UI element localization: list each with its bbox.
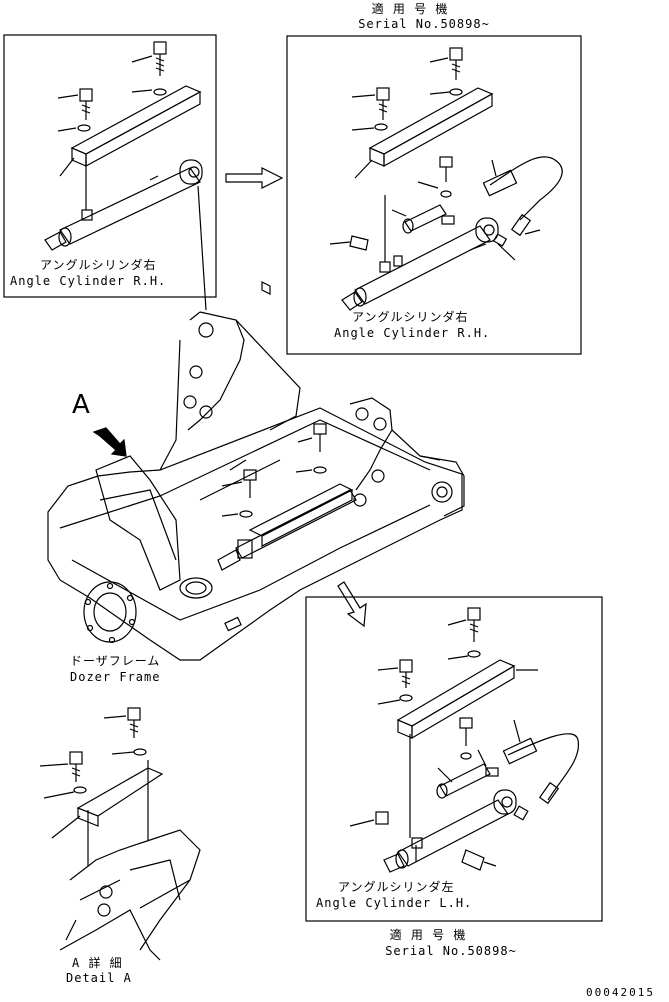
arrow-right-icon <box>225 167 284 189</box>
dozer-frame-drawing <box>47 311 465 661</box>
top-serial-en: Serial No.50898~ <box>358 17 490 31</box>
bolt-icon <box>351 87 390 120</box>
bolt-icon <box>295 423 327 474</box>
washer-icon <box>111 748 147 756</box>
dozer-frame-label-jp: ドーザフレーム <box>70 654 161 668</box>
bolt-icon <box>131 41 167 76</box>
washer-icon <box>43 786 87 799</box>
washer-icon <box>377 694 413 705</box>
box-angle-cylinder-rh-serial <box>261 35 582 355</box>
bracket-icon <box>248 483 354 547</box>
flange <box>83 581 137 644</box>
drawing-number: 00042015 <box>586 986 655 999</box>
hydraulic-cylinder-icon <box>261 195 516 311</box>
pointer-arrow-icon <box>92 427 127 457</box>
dozer-frame-label-en: Dozer Frame <box>70 670 161 684</box>
washer-icon <box>351 123 388 131</box>
box1-label-en: Angle Cylinder R.H. <box>10 274 167 288</box>
detail-a-label-en: Detail A <box>66 971 132 985</box>
bolt-icon <box>103 707 141 738</box>
box-angle-cylinder-rh-standard <box>3 34 217 311</box>
bracket-icon <box>51 760 164 866</box>
bolt-icon <box>57 88 93 120</box>
bottom-serial-jp: 適 用 号 機 <box>389 928 467 942</box>
bolt-icon <box>39 751 83 782</box>
hose-icon <box>482 156 563 237</box>
fitting-icon <box>329 235 369 251</box>
box2-label-en: Angle Cylinder R.H. <box>334 326 491 340</box>
bolt-icon <box>221 469 257 518</box>
bolt-icon <box>377 659 413 688</box>
bracket-icon <box>354 87 494 179</box>
box2-label-jp: アングルシリンダ右 <box>352 310 469 324</box>
tower-left <box>159 311 301 471</box>
hose-icon <box>502 719 580 805</box>
arrow-down-icon <box>337 581 367 628</box>
box3-label-en: Angle Cylinder L.H. <box>316 896 473 910</box>
fitting-icon <box>391 204 455 234</box>
bolt-icon <box>447 607 481 642</box>
hydraulic-cylinder-icon <box>44 159 207 311</box>
bolt-icon <box>429 47 463 80</box>
bolt-icon <box>459 717 473 760</box>
washer-icon <box>429 88 463 96</box>
box-angle-cylinder-lh-serial <box>305 596 603 922</box>
fitting-icon <box>436 749 499 799</box>
washer-icon <box>447 650 481 660</box>
box1-label-jp: アングルシリンダ右 <box>40 258 157 272</box>
washer-icon <box>131 88 167 96</box>
tower-right <box>349 397 441 507</box>
bolt-icon <box>417 156 453 198</box>
marker-a: A <box>72 390 90 420</box>
box3-label-jp: アングルシリンダ左 <box>338 880 455 894</box>
hydraulic-cylinder-icon <box>217 489 357 571</box>
right-boss <box>419 455 465 517</box>
pivot <box>179 577 213 599</box>
hydraulic-cylinder-icon <box>383 734 529 873</box>
washer-icon <box>57 124 91 132</box>
bottom-serial-en: Serial No.50898~ <box>385 944 517 958</box>
fitting-icon <box>349 811 389 827</box>
top-serial-jp: 適 用 号 機 <box>371 2 449 16</box>
detail-a-drawing <box>39 707 201 961</box>
bracket-icon <box>396 659 538 740</box>
detail-a-label-jp: A 詳 細 <box>72 956 123 970</box>
